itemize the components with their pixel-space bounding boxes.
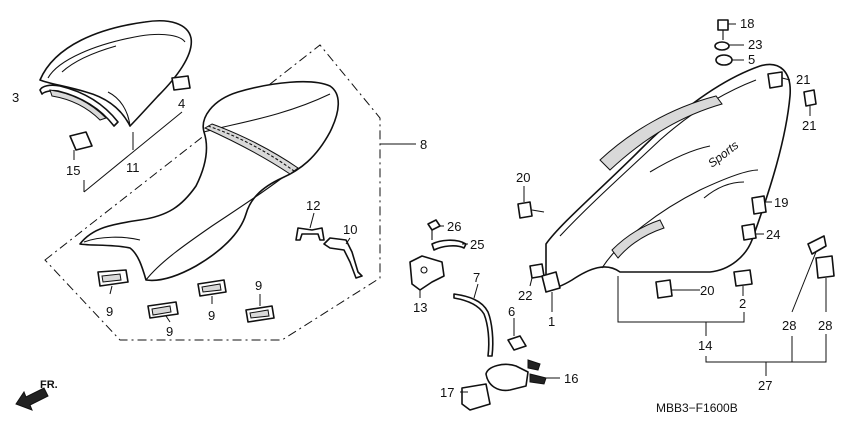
callout-16: 16 <box>564 371 578 386</box>
direction-label: FR. <box>40 379 58 391</box>
callout-22: 22 <box>518 288 532 303</box>
callout-labels: 1 2 3 4 5 6 7 8 9 9 9 9 10 11 12 13 14 1… <box>12 16 832 400</box>
callout-9a: 9 <box>106 304 113 319</box>
callout-9b: 9 <box>166 324 173 339</box>
callout-15: 15 <box>66 163 80 178</box>
seat-group <box>44 44 416 341</box>
callout-10: 10 <box>343 222 357 237</box>
seat-cowl-group <box>39 20 193 193</box>
screw-24 <box>741 223 757 241</box>
latch-plate-13 <box>409 255 445 291</box>
callout-26: 26 <box>447 219 461 234</box>
seat-hook-12 <box>295 227 325 241</box>
cushion-1 <box>541 271 561 293</box>
callout-1: 1 <box>548 314 555 329</box>
group-frame-8 <box>44 44 381 341</box>
front-direction-arrow: FR. <box>15 379 58 411</box>
callout-7: 7 <box>473 270 480 285</box>
callout-6: 6 <box>508 304 515 319</box>
grommet-5 <box>715 54 733 66</box>
seat-cowl <box>39 20 193 127</box>
bolt-20a <box>517 201 533 219</box>
bolt-20b <box>655 279 673 299</box>
lock-cylinder-16 <box>485 363 529 392</box>
clip-6 <box>507 335 527 351</box>
seat-hook-10 <box>323 237 363 279</box>
callout-28b: 28 <box>818 318 832 333</box>
seat-rubber-9a <box>97 269 129 295</box>
callout-28a: 28 <box>782 318 796 333</box>
callout-8: 8 <box>420 137 427 152</box>
seat-rubber-9b <box>147 301 179 323</box>
cowl-grab-rail-cutout <box>611 219 665 259</box>
cushion-block-4 <box>171 75 191 91</box>
double-seat <box>79 80 340 282</box>
arrow-icon <box>15 387 49 411</box>
callout-20b: 20 <box>700 283 714 298</box>
callout-9c: 9 <box>208 308 215 323</box>
spring-25 <box>431 239 467 251</box>
callout-17: 17 <box>440 385 454 400</box>
callout-12: 12 <box>306 198 320 213</box>
rear-cowl-group: Sports <box>517 19 835 376</box>
seat-stitch-band <box>203 123 299 175</box>
cushion-15 <box>69 131 93 151</box>
callout-4: 4 <box>178 96 185 111</box>
holder-17 <box>461 383 491 411</box>
cushion-2 <box>733 269 753 287</box>
callout-18: 18 <box>740 16 754 31</box>
callout-2: 2 <box>739 296 746 311</box>
seat-lock-group <box>409 219 560 411</box>
grommet-19 <box>751 195 767 215</box>
rear-cowl <box>545 63 791 290</box>
clip-21a <box>767 71 783 89</box>
callout-27: 27 <box>758 378 772 393</box>
callout-11: 11 <box>126 160 140 175</box>
clip-21b <box>803 89 817 107</box>
callout-13: 13 <box>413 300 427 315</box>
emblem-28a <box>807 235 827 255</box>
callout-5: 5 <box>748 52 755 67</box>
callout-23: 23 <box>748 37 762 52</box>
bolt-26 <box>427 219 441 231</box>
seat-rubber-9d <box>245 294 275 323</box>
callout-9d: 9 <box>255 278 262 293</box>
seat-rubber-9c <box>197 279 227 304</box>
washer-23 <box>714 41 730 51</box>
callout-21b: 21 <box>802 118 816 133</box>
bolt-18 <box>717 19 729 31</box>
cable-7 <box>453 293 494 357</box>
callout-24: 24 <box>766 227 780 242</box>
callout-25: 25 <box>470 237 484 252</box>
callout-14: 14 <box>698 338 712 353</box>
diagram-code: MBB3−F1600B <box>656 401 738 415</box>
callout-19: 19 <box>774 195 788 210</box>
callout-3: 3 <box>12 90 19 105</box>
emblem-28b <box>815 255 835 279</box>
callout-20a: 20 <box>516 170 530 185</box>
callout-21a: 21 <box>796 72 810 87</box>
